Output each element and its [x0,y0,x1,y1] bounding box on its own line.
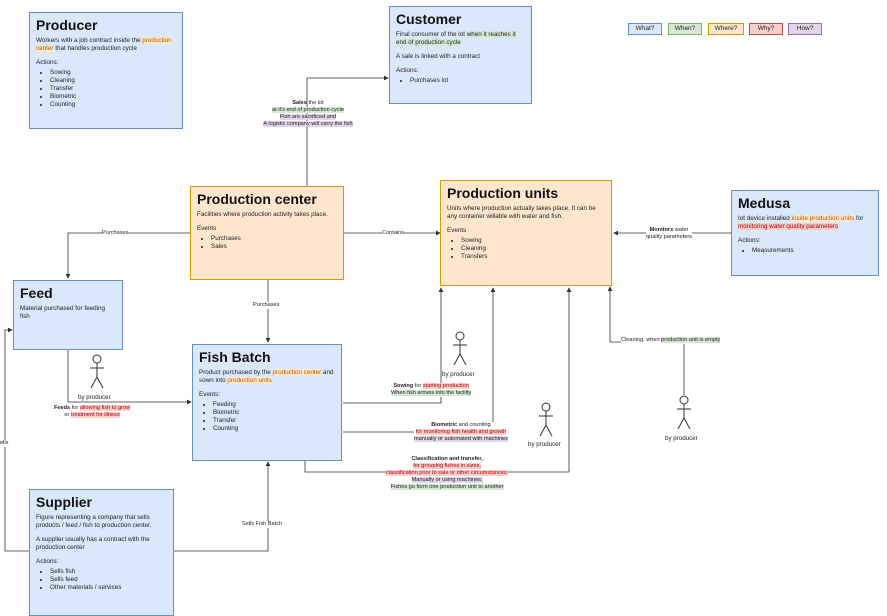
edge-purchases-feed [65,232,191,279]
biometric-actor-label: by producer [528,441,561,448]
customer-actions-list: Purchases lot [396,77,525,85]
cleaning-actor-icon [677,395,691,430]
customer-contract-note: A sale is linked with a contract [396,53,480,60]
edge-label-sells-feed: ells [0,440,9,447]
sowing-actor-icon [453,331,467,366]
producer-actions-list: SowingCleaningTransferBiometricCounting [36,69,176,109]
medusa-actions-list: Measurements [738,247,872,255]
edge-label-feeds: Feeds for allowing fish to grow or treat… [54,405,131,419]
edge-sales [306,75,389,186]
supplier-box[interactable]: Supplier Figure representing a company t… [29,489,174,616]
producer-description: Workers with a job contract inside the p… [36,37,172,52]
medusa-actions-label: Actions: [738,237,761,244]
biometric-actor-icon [539,402,553,437]
edge-label-classification: Classification and transfer, for groupin… [386,456,509,491]
fish-batch-events-list: FeedingBiometricTransferCounting [199,401,335,433]
legend-what: What? [628,23,662,35]
production-units-events-label: Events [447,227,467,234]
edge-label-contains: Contains [382,230,405,237]
edge-label-monitors: Monitors water quality parameters [646,227,693,241]
edge-label-purchases-feed: Purchases [102,230,129,237]
feed-title: Feed [20,285,53,301]
edge-label-sowing: Sowing for starting production When fish… [391,383,472,397]
production-center-title: Production center [197,191,317,207]
production-units-events-list: SowingCleaningTransfers [447,237,605,261]
producer-box[interactable]: Producer Workers with a job contract ins… [29,12,183,129]
production-center-box[interactable]: Production center Facilities where produ… [190,186,344,280]
production-units-description: Units where production actually takes pl… [447,205,596,220]
supplier-actions-label: Actions: [36,558,59,565]
edge-label-sells-fish-batch: Sells Fish Batch [242,521,283,528]
production-units-title: Production units [447,185,559,201]
edge-feeds [67,350,192,405]
fish-batch-events-label: Events: [199,391,220,398]
edge-biometric [343,287,496,433]
edge-sells-fish-batch [174,461,271,552]
production-units-box[interactable]: Production units Units where production … [440,180,612,286]
edge-sowing [343,287,444,404]
production-center-description: Facilities where production activity tak… [197,211,328,218]
legend-where: Where? [708,23,744,35]
edge-label-purchases-fishbatch: Purchases [253,302,280,309]
feed-actor-label: by producer [78,394,111,401]
edge-label-biometric: Biometric and counting for monitoring fi… [414,422,508,443]
supplier-contract-note: A supplier usually has a contract with t… [36,536,150,551]
sowing-actor-label: by producer [442,371,475,378]
producer-title: Producer [36,17,98,33]
legend-when: When? [668,23,702,35]
fish-batch-box[interactable]: Fish Batch Product purchased by the prod… [192,344,342,461]
medusa-description: Iot device installed inside production u… [738,215,864,230]
medusa-title: Medusa [738,195,791,211]
medusa-box[interactable]: Medusa Iot device installed inside produ… [731,190,879,276]
feed-box[interactable]: Feed Material purchased for feeding fish [13,280,123,350]
supplier-actions-list: Sells fishSells feedOther materials / se… [36,568,167,592]
customer-actions-label: Actions: [396,67,419,74]
legend-how: How? [788,23,822,35]
edge-label-sales: Sales the lot at it's end of production … [263,100,353,127]
customer-description: Final consumer of the lot when it reache… [396,31,516,46]
supplier-description: Figure representing a company that sells… [36,514,152,529]
production-center-events-label: Events [197,225,217,232]
fish-batch-description: Product purchased by the production cent… [199,369,334,384]
fish-batch-title: Fish Batch [199,349,271,365]
cleaning-actor-label: by producer [665,435,698,442]
customer-box[interactable]: Customer Final consumer of the lot when … [389,6,532,104]
producer-actions-label: Actions: [36,59,59,66]
feed-description: Material purchased for feeding fish [20,305,106,320]
edge-label-cleaning: Cleaning, when production unit is empty [621,337,721,344]
customer-title: Customer [396,11,462,27]
legend-why: Why? [749,23,783,35]
supplier-title: Supplier [36,494,93,510]
feed-actor-icon [90,354,104,389]
production-center-events-list: PurchasesSales [197,235,337,251]
